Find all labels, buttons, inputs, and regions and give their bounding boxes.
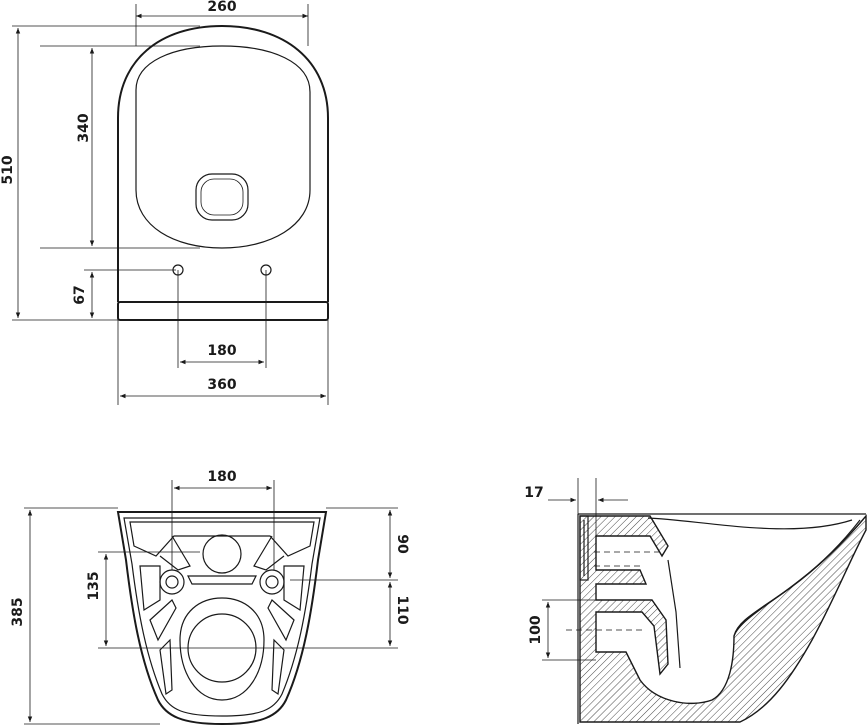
rear-view-upper-hole xyxy=(202,534,242,574)
side-view-wall-plate xyxy=(579,515,589,581)
dim-top-bowl-length: 340 xyxy=(76,113,92,142)
rear-view-top-frame xyxy=(129,521,315,557)
top-view-opening xyxy=(195,173,249,221)
rear-view-bolt-left-boss xyxy=(159,569,185,595)
dim-side-outlet-height: 100 xyxy=(528,615,544,644)
rear-view-ribs xyxy=(139,535,305,696)
rear-view-bolt-left xyxy=(165,575,179,589)
dim-rear-bolt-spacing: 180 xyxy=(207,469,236,485)
side-view-trap-curve xyxy=(667,519,861,669)
side-view-bowl-curve xyxy=(647,517,853,530)
top-view-opening-inner xyxy=(200,178,244,216)
rear-view: 180 385 135 90 110 xyxy=(10,469,410,726)
dim-top-total-length: 510 xyxy=(0,155,16,184)
top-view-rear-plate xyxy=(117,301,329,321)
dim-top-seat-width: 260 xyxy=(207,0,236,15)
top-view: 260 510 340 67 180 360 xyxy=(0,0,329,405)
dim-top-bolt-spacing: 180 xyxy=(207,343,236,359)
top-view-outer-contour xyxy=(117,24,329,302)
rear-view-outer-contour xyxy=(116,511,328,726)
dim-side-wall-thickness: 17 xyxy=(524,485,543,501)
rear-view-outlet-ring xyxy=(179,597,265,701)
side-view: 17 100 xyxy=(524,478,867,724)
dim-top-rear-offset: 67 xyxy=(72,285,88,304)
rear-view-inner-contour xyxy=(123,517,321,717)
dim-rear-upper-gap: 90 xyxy=(394,534,410,554)
top-view-seat-contour xyxy=(135,45,311,249)
rear-view-bolt-right-boss xyxy=(259,569,285,595)
dim-rear-height: 385 xyxy=(10,597,26,626)
dim-rear-lower-gap: 110 xyxy=(394,595,410,624)
dim-rear-bolt-height: 135 xyxy=(86,571,102,600)
side-view-section xyxy=(579,514,867,723)
rear-view-bolt-right xyxy=(265,575,279,589)
dim-top-overall-width: 360 xyxy=(207,377,236,393)
